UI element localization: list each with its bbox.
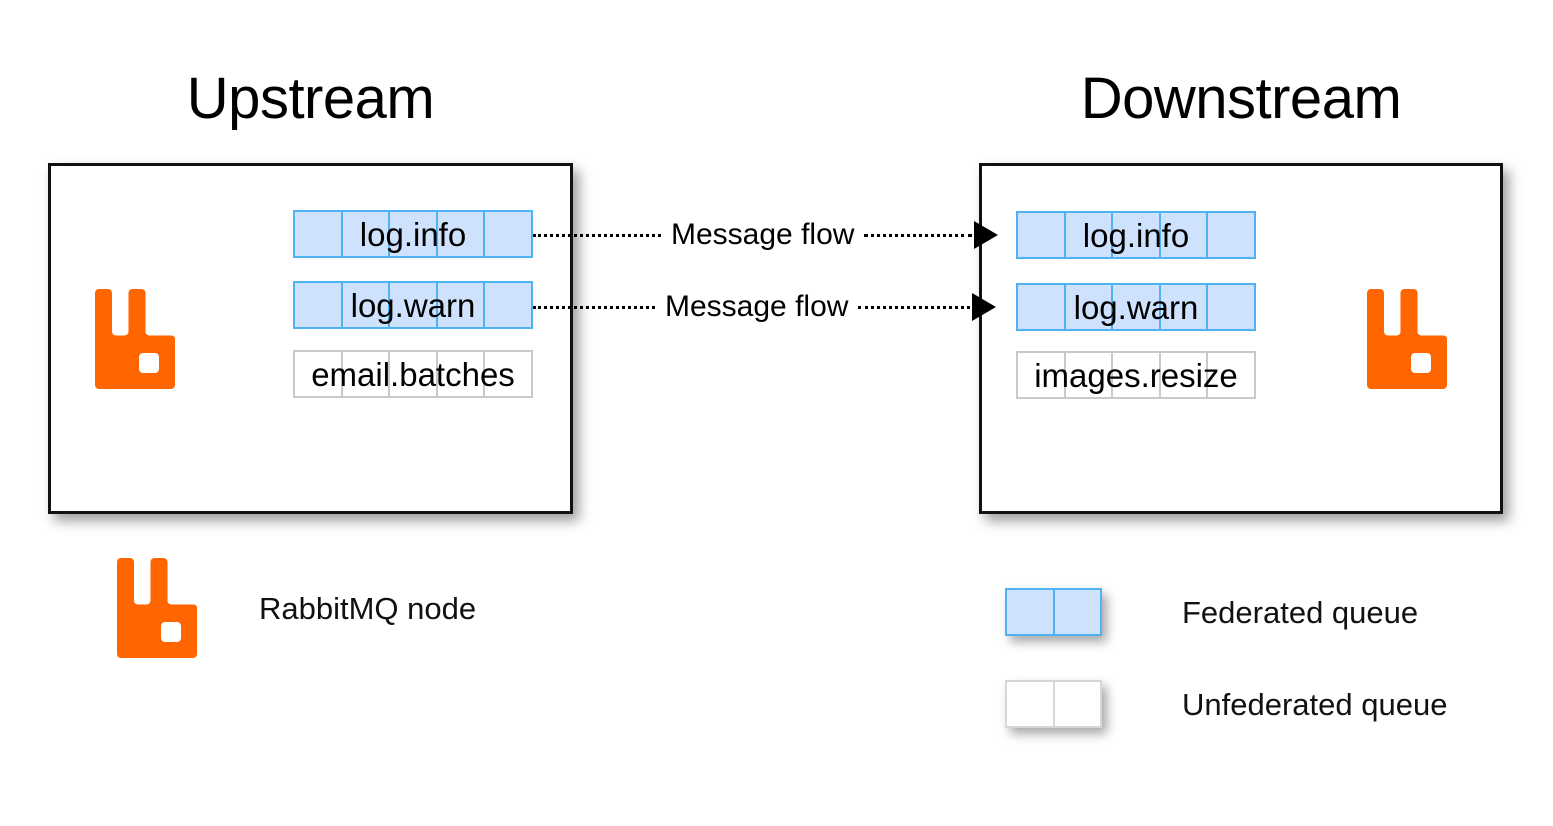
queue-cell (1206, 211, 1256, 259)
queue-cell (1206, 283, 1256, 331)
queue-cell (1052, 680, 1102, 728)
queue-cell (1063, 351, 1114, 399)
rabbitmq-logo-icon (1367, 289, 1448, 389)
queue-cell (1052, 588, 1102, 636)
queue-cell (1111, 211, 1161, 259)
rabbitmq-logo-icon (117, 558, 198, 658)
queue-upstream-log-info[interactable]: log.info (293, 210, 533, 258)
flow-label: Message flow (671, 218, 855, 251)
queue-cell (435, 281, 486, 329)
queue-cell (293, 281, 343, 329)
upstream-title: Upstream (186, 66, 435, 131)
queue-cell (483, 350, 533, 398)
downstream-title: Downstream (1080, 66, 1402, 131)
queue-cell (388, 281, 438, 329)
legend-item-rabbitmq-node: RabbitMQ node (105, 552, 476, 664)
flow-label: Message flow (665, 290, 849, 323)
queue-cell (1111, 283, 1161, 331)
queue-cell (1158, 211, 1209, 259)
queue-downstream-images-resize[interactable]: images.resize (1016, 351, 1256, 399)
legend-item-federated-queue: Federated queue (1005, 588, 1418, 636)
legend-label: RabbitMQ node (259, 590, 477, 626)
queue-cell (1158, 283, 1209, 331)
queue-cell (435, 210, 486, 258)
queue-cell (1158, 351, 1209, 399)
queue-cell (1016, 283, 1066, 331)
queue-downstream-log-info[interactable]: log.info (1016, 211, 1256, 259)
queue-cell (1206, 351, 1256, 399)
queue-upstream-email-batches[interactable]: email.batches (293, 350, 533, 398)
queue-cell (1016, 211, 1066, 259)
queue-downstream-log-warn[interactable]: log.warn (1016, 283, 1256, 331)
legend-label: Federated queue (1182, 594, 1419, 630)
flow-dotted-line (858, 305, 971, 309)
queue-upstream-log-warn[interactable]: log.warn (293, 281, 533, 329)
legend-item-unfederated-queue: Unfederated queue (1005, 680, 1447, 728)
queue-cell (1063, 283, 1114, 331)
queue-cell (1016, 351, 1066, 399)
queue-cell (293, 350, 343, 398)
queue-cell (293, 210, 343, 258)
queue-cell (1005, 588, 1055, 636)
unfederated-queue-swatch (1005, 680, 1102, 728)
queue-cell (340, 281, 391, 329)
queue-cell (1111, 351, 1161, 399)
queue-cell (388, 350, 438, 398)
queue-cell (340, 210, 391, 258)
queue-cell (388, 210, 438, 258)
federated-queue-swatch (1005, 588, 1102, 636)
rabbitmq-logo-icon (95, 289, 176, 389)
message-flow-log-info: Message flow (533, 215, 1013, 255)
queue-cell (435, 350, 486, 398)
queue-cell (1063, 211, 1114, 259)
queue-cell (483, 210, 533, 258)
flow-dotted-line (864, 233, 973, 237)
message-flow-log-warn: Message flow (533, 287, 1013, 327)
legend-label: Unfederated queue (1182, 686, 1448, 722)
queue-cell (340, 350, 391, 398)
queue-cell (1005, 680, 1055, 728)
queue-cell (483, 281, 533, 329)
